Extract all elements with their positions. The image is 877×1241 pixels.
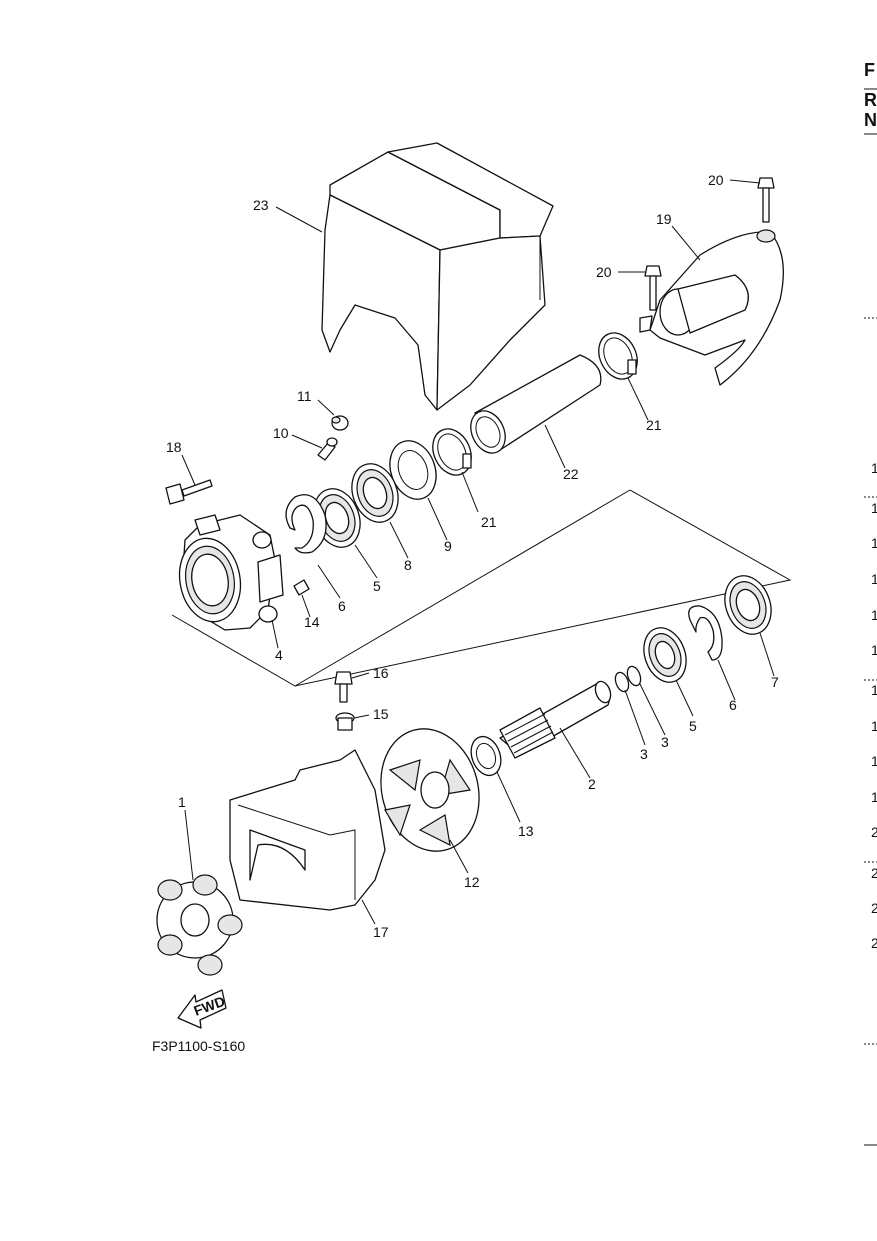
part-16-bolt — [334, 671, 353, 703]
callout-13: 13 — [518, 823, 534, 839]
assembly-outline — [171, 489, 792, 687]
callout-20-top: 20 — [708, 172, 724, 188]
part-20-bolt-top — [757, 177, 775, 223]
callout-23: 23 — [253, 197, 269, 213]
callout-19: 19 — [656, 211, 672, 227]
leader-lines — [181, 179, 775, 925]
edge-row-9: 1 — [871, 753, 877, 769]
edge-row-4: 1 — [871, 571, 877, 587]
part-6-circlip-lower — [688, 605, 723, 661]
callout-2: 2 — [588, 776, 596, 792]
part-2-shaft — [499, 680, 612, 759]
part-10-fitting — [317, 437, 338, 461]
callout-5-lower: 5 — [689, 718, 697, 734]
part-4-housing — [178, 514, 284, 631]
callout-9: 9 — [444, 538, 452, 554]
part-3-o-rings — [614, 665, 642, 693]
callout-1: 1 — [178, 794, 186, 810]
part-14-pin — [293, 579, 310, 596]
callout-11: 11 — [297, 388, 312, 404]
part-23-cover — [321, 142, 554, 411]
part-18-bolt — [165, 479, 213, 505]
part-8-bearing — [351, 463, 399, 523]
figure-code: F3P1100-S160 — [152, 1038, 245, 1054]
part-20-bolt-side — [644, 265, 662, 311]
edge-row-14: 2 — [871, 935, 877, 951]
callout-22: 22 — [563, 466, 579, 482]
callout-15: 15 — [373, 706, 389, 722]
callout-14: 14 — [304, 614, 320, 630]
part-12-impeller — [380, 728, 480, 852]
callout-6-lower: 6 — [729, 697, 737, 713]
callout-21-lower: 21 — [481, 514, 497, 530]
part-1-damper — [156, 874, 243, 976]
callout-3-b: 3 — [661, 734, 669, 750]
edge-row-7: 1 — [871, 682, 877, 698]
callout-10: 10 — [273, 425, 289, 441]
callout-8: 8 — [404, 557, 412, 573]
callout-7: 7 — [771, 674, 779, 690]
part-15-collar — [335, 712, 355, 731]
edge-header-letter-1: F — [864, 60, 875, 80]
part-22-hose — [470, 354, 602, 454]
callout-21-upper: 21 — [646, 417, 662, 433]
edge-row-1: 1 — [871, 460, 877, 476]
callout-6-upper: 6 — [338, 598, 346, 614]
edge-row-10: 1 — [871, 789, 877, 805]
edge-row-6: 1 — [871, 642, 877, 658]
part-21-clamp-upper — [598, 332, 638, 380]
callout-3-a: 3 — [640, 746, 648, 762]
part-5-bearing-lower — [643, 627, 687, 683]
fwd-arrow-icon: FWD — [177, 989, 227, 1029]
edge-row-2: 1 — [871, 500, 877, 516]
edge-row-8: 1 — [871, 718, 877, 734]
callout-17: 17 — [373, 924, 389, 940]
part-7-bearing — [724, 575, 772, 635]
part-17-duct — [229, 749, 386, 911]
right-edge-fragment: F R N 1 1 1 1 1 1 1 1 1 1 2 2 2 2 — [864, 60, 877, 1146]
part-9-seal — [389, 440, 437, 500]
callout-16: 16 — [373, 665, 389, 681]
part-19-nozzle — [639, 229, 784, 386]
callout-18: 18 — [166, 439, 182, 455]
part-6-circlip-upper — [285, 494, 327, 554]
callout-4: 4 — [275, 647, 283, 663]
part-11-cap — [331, 415, 349, 431]
edge-row-5: 1 — [871, 607, 877, 623]
edge-header-letter-2: R — [864, 90, 877, 110]
callout-20-side: 20 — [596, 264, 612, 280]
part-21-clamp-lower — [432, 428, 472, 476]
edge-row-11: 2 — [871, 824, 877, 840]
edge-row-13: 2 — [871, 900, 877, 916]
edge-row-12: 2 — [871, 865, 877, 881]
part-13-ring — [470, 735, 502, 777]
edge-row-3: 1 — [871, 535, 877, 551]
callout-12: 12 — [464, 874, 480, 890]
edge-header-letter-3: N — [864, 110, 877, 130]
callout-5-upper: 5 — [373, 578, 381, 594]
